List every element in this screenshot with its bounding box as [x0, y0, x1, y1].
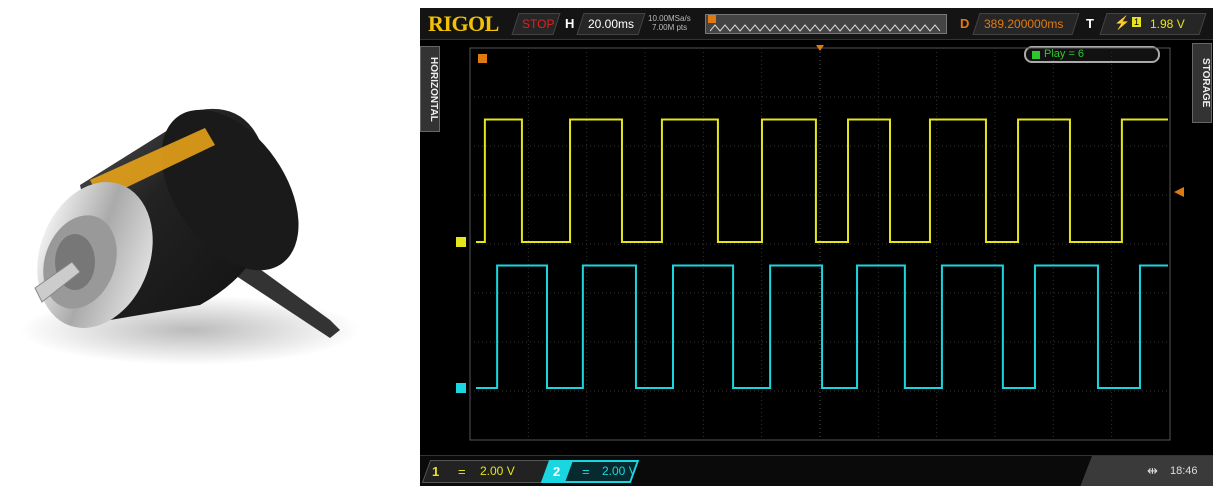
memory-depth: 7.00M pts [652, 23, 688, 32]
usb-icon: ⇹ [1147, 463, 1158, 478]
trigger-label: T [1086, 16, 1094, 31]
horizontal-label: H [565, 16, 575, 31]
waveform-ch2 [476, 264, 1168, 389]
trigger-source: 1 [1132, 17, 1142, 27]
ch1-coupling: = [458, 464, 466, 479]
channel-marker-ch1 [456, 237, 466, 247]
channel-marker-ch2 [456, 383, 466, 393]
ch1-scale: 2.00 V [480, 464, 515, 478]
ch2-scale: 2.00 V [602, 464, 637, 478]
horizontal-tab[interactable]: HORIZONTAL [420, 46, 440, 132]
oscilloscope-screen: RIGOL STOP H 20.00ms 10.00MSa/s 7.00M pt… [420, 8, 1213, 486]
ch2-coupling: = [582, 464, 590, 479]
trigger-time-marker [816, 45, 824, 51]
waveform-overview[interactable] [705, 14, 947, 34]
bottom-status-bar: 1 = 2.00 V 2 = 2.00 V ⇹ 18:46 [420, 455, 1213, 486]
rigol-logo: RIGOL [428, 11, 499, 36]
trigger-level-marker [1174, 187, 1184, 197]
delay-label: D [960, 16, 970, 31]
play-indicator-icon [1032, 51, 1040, 59]
clock: 18:46 [1170, 465, 1198, 477]
trigger-edge-icon: ⚡ [1114, 15, 1131, 30]
timebase[interactable]: 20.00ms [588, 17, 635, 31]
trigger-level[interactable]: 1.98 V [1150, 17, 1185, 31]
system-tray [1080, 456, 1213, 486]
storage-tab[interactable]: STORAGE [1192, 43, 1212, 123]
overview-marker [708, 15, 716, 23]
ch2-number: 2 [553, 464, 561, 479]
top-status-bar: RIGOL STOP H 20.00ms 10.00MSa/s 7.00M pt… [420, 8, 1213, 40]
ch1-number: 1 [432, 464, 440, 479]
waveform-ch1 [476, 118, 1168, 243]
waveform-display[interactable] [420, 8, 1213, 486]
delay-value[interactable]: 389.200000ms [984, 17, 1064, 31]
trigger-position-marker [478, 54, 487, 63]
run-state[interactable]: STOP [522, 17, 555, 31]
sample-rate: 10.00MSa/s [648, 14, 691, 23]
rotary-encoder-photo: ROTARY ENCODER [20, 74, 360, 365]
play-status: Play = 6 [1024, 46, 1160, 63]
play-count: Play = 6 [1044, 48, 1085, 60]
